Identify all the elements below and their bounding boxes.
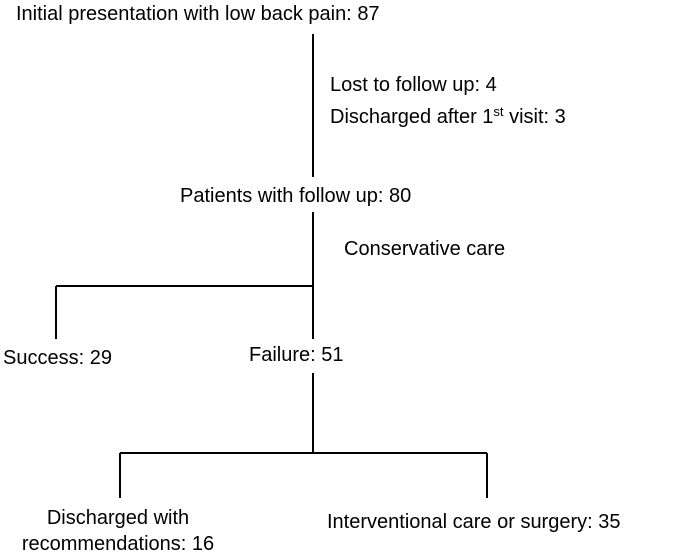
failure-node: Failure: 51 (249, 342, 344, 368)
patients-with-follow-up-count: 80 (389, 185, 412, 207)
discharged-first-visit-label-pre: Discharged after 1 (330, 106, 494, 128)
discharged-first-visit-label-post: visit: (503, 106, 550, 128)
initial-presentation-count: 87 (357, 3, 380, 25)
discharged-with-recommendations-line1: Discharged with (46, 507, 190, 529)
discharged-first-visit-count: 3 (554, 106, 566, 128)
lost-to-follow-up-count: 4 (485, 74, 497, 96)
success-count: 29 (89, 347, 112, 369)
initial-presentation-node: Initial presentation with low back pain:… (16, 1, 380, 27)
success-label: Success: (3, 347, 85, 369)
failure-count: 51 (321, 344, 344, 366)
interventional-care-count: 35 (598, 511, 621, 533)
discharged-first-visit-node: Discharged after 1st visit: 3 (330, 104, 566, 130)
initial-presentation-label: Initial presentation with low back pain: (16, 3, 352, 25)
discharged-first-visit-label-sup: st (493, 104, 504, 119)
lost-to-follow-up-label: Lost to follow up: (330, 74, 481, 96)
interventional-care-node: Interventional care or surgery: 35 (327, 509, 621, 535)
discharged-with-recommendations-label: recommendations: (21, 533, 187, 555)
discharged-with-recommendations-node: Discharged with recommendations: 16 (0, 505, 236, 557)
patients-with-follow-up-label: Patients with follow up: (180, 185, 384, 207)
interventional-care-label: Interventional care or surgery: (327, 511, 593, 533)
discharged-with-recommendations-line2: recommendations: 16 (0, 531, 236, 557)
failure-label: Failure: (249, 344, 316, 366)
success-node: Success: 29 (3, 345, 112, 371)
lost-to-follow-up-node: Lost to follow up: 4 (330, 72, 497, 98)
patients-with-follow-up-node: Patients with follow up: 80 (180, 183, 411, 209)
discharged-with-recommendations-count: 16 (191, 533, 215, 555)
conservative-care-label: Conservative care (344, 238, 506, 260)
